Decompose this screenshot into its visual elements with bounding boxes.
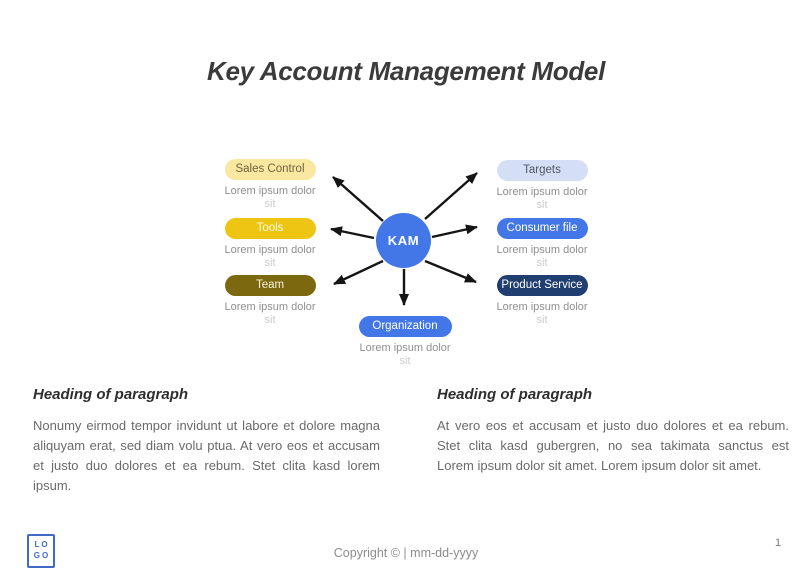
node-pill: Sales Control [224,159,316,180]
node-desc: Lorem ipsum dolor [359,342,451,354]
node-consumer-file: Consumer file Lorem ipsum dolor sit [487,218,597,269]
node-desc: Lorem ipsum dolor [496,244,588,256]
node-desc2: sit [264,198,276,210]
node-desc2: sit [536,257,548,269]
node-pill: Product Service [496,275,588,296]
node-pill: Tools [224,218,316,239]
node-pill: Organization [358,316,452,337]
node-label: Organization [372,319,438,332]
node-label: Product Service [501,278,583,291]
node-desc: Lorem ipsum dolor [224,301,316,313]
paragraph-section-left: Heading of paragraph Nonumy eirmod tempo… [33,386,380,497]
node-targets: Targets Lorem ipsum dolor sit [487,160,597,211]
copyright-text: Copyright © | mm-dd-yyyy [333,546,479,560]
node-product-service: Product Service Lorem ipsum dolor sit [487,275,597,326]
kam-hub-circle: KAM [376,213,431,268]
logo-placeholder: LO GO [27,534,55,568]
section-body: At vero eos et accusam et justo duo dolo… [437,418,789,474]
node-pill: Team [224,275,316,296]
node-label: Targets [523,163,561,176]
node-desc: Lorem ipsum dolor [224,244,316,256]
node-team: Team Lorem ipsum dolor sit [215,275,325,326]
node-organization: Organization Lorem ipsum dolor sit [350,316,460,367]
page-title: Key Account Management Model [206,56,606,86]
node-desc: Lorem ipsum dolor [496,301,588,313]
node-desc2: sit [399,355,411,367]
node-desc2: sit [536,314,548,326]
node-desc2: sit [264,314,276,326]
node-tools: Tools Lorem ipsum dolor sit [215,218,325,269]
node-desc: Lorem ipsum dolor [496,186,588,198]
node-label: Team [255,278,285,291]
node-pill: Targets [496,160,588,181]
node-desc2: sit [264,257,276,269]
node-desc: Lorem ipsum dolor [224,185,316,197]
logo-text-top: LO [34,540,50,550]
section-body: Nonumy eirmod tempor invidunt ut labore … [33,418,380,494]
node-label: Tools [256,221,284,234]
node-label: Consumer file [506,221,578,234]
section-heading: Heading of paragraph [33,386,189,403]
section-heading: Heading of paragraph [437,386,593,403]
node-sales-control: Sales Control Lorem ipsum dolor sit [215,159,325,210]
page-number: 1 [774,537,782,549]
node-label: Sales Control [235,162,305,175]
node-desc2: sit [536,199,548,211]
paragraph-section-right: Heading of paragraph At vero eos et accu… [437,386,789,476]
node-pill: Consumer file [496,218,588,239]
logo-text-bottom: GO [33,551,51,560]
